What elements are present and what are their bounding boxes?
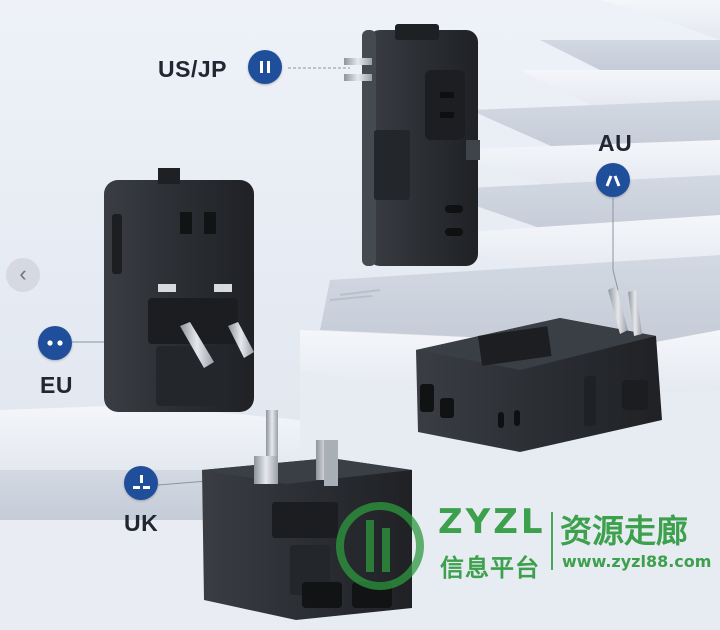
au-plug-icon xyxy=(596,163,630,197)
watermark-brand: ZYZL xyxy=(438,502,546,542)
adapter-au xyxy=(416,286,662,452)
watermark: ZYZL 信息平台 资源走廊 www.zyzl88.com xyxy=(330,498,720,594)
eu-plug-icon xyxy=(38,326,72,360)
au-label: AU xyxy=(598,130,633,156)
watermark-logo xyxy=(336,502,424,590)
watermark-chinese: 资源走廊 xyxy=(560,512,689,550)
us-jp-label: US/JP xyxy=(158,56,227,82)
watermark-divider xyxy=(551,512,553,570)
watermark-url: www.zyzl88.com xyxy=(562,552,712,571)
eu-label: EU xyxy=(40,372,73,398)
us-jp-plug-icon xyxy=(248,50,282,84)
watermark-name: 信息平台 xyxy=(440,554,540,582)
uk-label: UK xyxy=(124,510,159,536)
adapter-eu xyxy=(104,168,254,412)
uk-plug-icon xyxy=(124,466,158,500)
chevron-left-icon[interactable]: ‹ xyxy=(6,258,40,292)
adapter-us-jp xyxy=(344,24,480,266)
